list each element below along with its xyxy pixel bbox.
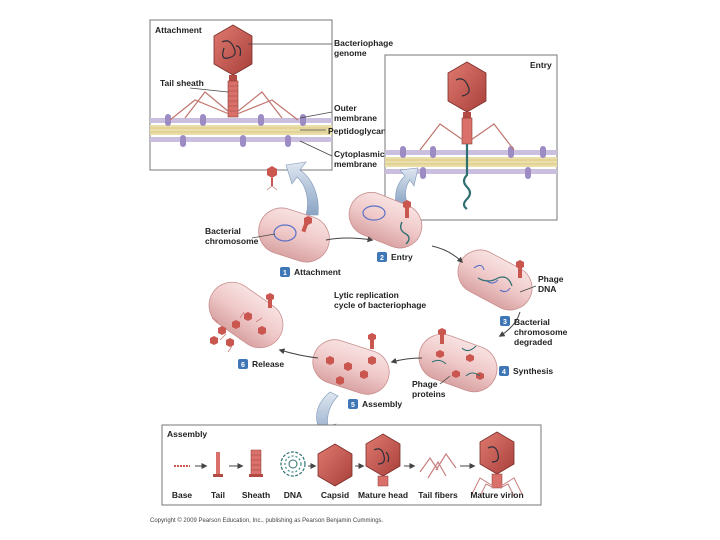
bacterial-chromosome-label-line1: Bacterial xyxy=(205,226,241,236)
outer-membrane-label-line1: Outer xyxy=(334,103,357,113)
part-label-base: Base xyxy=(172,490,193,500)
step-5-number: 5 xyxy=(351,402,355,409)
center-label-line2: cycle of bacteriophage xyxy=(334,300,426,310)
cycle-arrow-1-2 xyxy=(325,236,374,243)
part-mature-head xyxy=(365,433,401,487)
cell-step-2 xyxy=(348,191,423,249)
cytoplasmic-label-line1: Cytoplasmic xyxy=(334,149,385,159)
entry-envelope xyxy=(385,146,557,179)
phage-proteins-label-line1: Phage xyxy=(412,379,438,389)
entry-panel: Entry xyxy=(384,54,558,221)
step-5: 5 Assembly xyxy=(348,399,402,409)
outer-membrane-label-line2: membrane xyxy=(334,113,377,123)
entry-panel-title: Entry xyxy=(530,60,552,70)
tail-sheath-label: Tail sheath xyxy=(160,78,204,88)
step-2-label: Entry xyxy=(391,252,413,262)
step-1: 1 Attachment xyxy=(280,267,341,277)
step-5-label: Assembly xyxy=(362,399,402,409)
phage-dna-label-line1: Phage xyxy=(538,274,564,284)
step-2-number: 2 xyxy=(380,255,384,262)
part-label-mature-head: Mature head xyxy=(358,490,408,500)
part-label-tail: Tail xyxy=(211,490,225,500)
cell-step-3 xyxy=(457,249,533,311)
step-1-label: Attachment xyxy=(294,267,341,277)
entering-phage xyxy=(419,61,515,210)
phage-proteins-label-line2: proteins xyxy=(412,389,446,399)
cycle-arrow-5-6 xyxy=(278,348,319,359)
step-6: 6 Release xyxy=(238,359,284,369)
cycle-arrow-3-4 xyxy=(498,311,521,337)
degraded-label-line2: chromosome xyxy=(514,327,568,337)
free-phage-small xyxy=(266,166,278,191)
part-sheath xyxy=(249,449,263,477)
center-label-line1: Lytic replication xyxy=(334,290,399,300)
genome-label-line2: genome xyxy=(334,48,367,58)
attachment-panel: Attachment xyxy=(149,19,333,171)
part-mature-virion xyxy=(471,431,523,497)
copyright-text: Copyright © 2009 Pearson Education, Inc.… xyxy=(150,517,384,524)
step-6-number: 6 xyxy=(241,362,245,369)
part-label-dna: DNA xyxy=(284,490,302,500)
step-3-number: 3 xyxy=(503,319,507,326)
cycle-arrow-2-3 xyxy=(431,245,464,264)
part-label-mature-virion: Mature virion xyxy=(470,490,523,500)
part-tail xyxy=(213,452,223,477)
zoom-arrow-attachment xyxy=(285,161,319,216)
attachment-panel-title: Attachment xyxy=(155,25,202,35)
phage-dna-label-line2: DNA xyxy=(538,284,556,294)
step-6-label: Release xyxy=(252,359,284,369)
part-label-capsid: Capsid xyxy=(321,490,349,500)
part-label-sheath: Sheath xyxy=(242,490,270,500)
assembly-panel-title: Assembly xyxy=(167,429,207,439)
peptidoglycan-label: Peptidoglycan xyxy=(328,126,386,136)
zoom-arrow-entry xyxy=(395,167,419,206)
part-dna xyxy=(280,451,306,477)
degraded-label-line3: degraded xyxy=(514,337,552,347)
step-4-number: 4 xyxy=(502,369,506,376)
genome-label-line1: Bacteriophage xyxy=(334,38,393,48)
cell-envelope xyxy=(150,114,332,147)
part-tail-fibers xyxy=(419,452,457,479)
bacterial-chromosome-label-line2: chromosome xyxy=(205,236,259,246)
step-3: 3 xyxy=(500,316,510,326)
cycle-arrow-4-5 xyxy=(390,357,423,364)
step-4: 4 Synthesis xyxy=(499,366,553,376)
cell-step-5 xyxy=(312,333,390,395)
part-capsid xyxy=(317,443,353,487)
attached-phage xyxy=(169,24,299,121)
cell-step-1 xyxy=(258,207,330,263)
step-2: 2 Entry xyxy=(377,252,413,262)
degraded-label-line1: Bacterial xyxy=(514,317,550,327)
assembly-panel: Assembly xyxy=(161,424,542,506)
cell-step-4 xyxy=(418,328,498,393)
cell-step-6 xyxy=(208,281,284,353)
step-4-label: Synthesis xyxy=(513,366,553,376)
cytoplasmic-label-line2: membrane xyxy=(334,159,377,169)
part-label-tail-fibers: Tail fibers xyxy=(418,490,458,500)
step-1-number: 1 xyxy=(283,270,287,277)
